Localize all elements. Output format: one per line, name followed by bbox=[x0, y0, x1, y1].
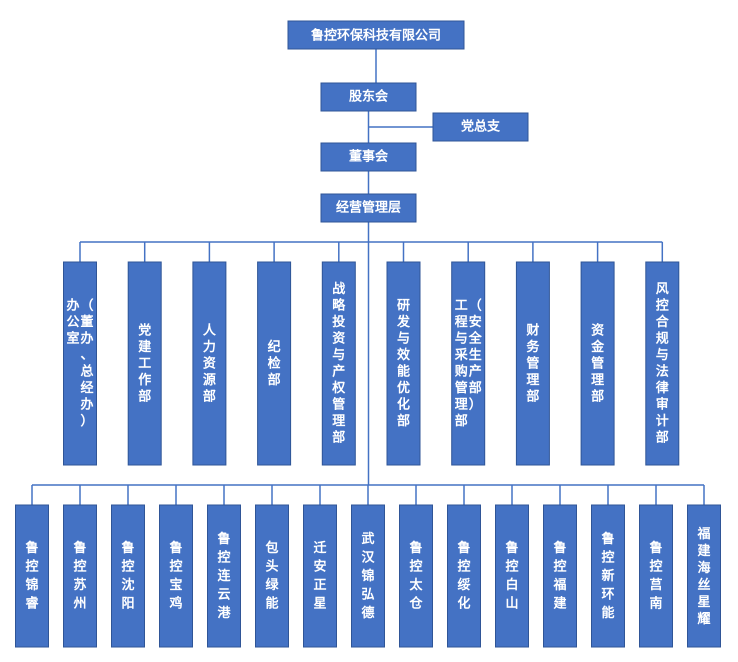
department-rect bbox=[321, 261, 356, 466]
department-rect bbox=[257, 261, 292, 466]
subsidiary-rect bbox=[591, 504, 625, 648]
subsidiary-rect bbox=[687, 504, 721, 648]
management-node: 经营管理层 bbox=[320, 193, 417, 223]
board-box bbox=[320, 142, 417, 172]
department-box-3: 人力资源部 bbox=[192, 261, 227, 466]
management-label: 经营管理层 bbox=[336, 200, 401, 216]
department-rect bbox=[451, 261, 486, 466]
subsidiary-rect bbox=[63, 504, 97, 648]
subsidiary-rect bbox=[15, 504, 49, 648]
department-note: （董办、总经办） bbox=[80, 298, 93, 430]
department-rect bbox=[515, 261, 550, 466]
company-label: 鲁控环保科技有限公司 bbox=[311, 28, 441, 44]
subsidiary-rect bbox=[639, 504, 673, 648]
subsidiary-box-11: 鲁控白山 bbox=[495, 504, 529, 648]
subsidiary-box-3: 鲁控沈阳 bbox=[111, 504, 145, 648]
department-name: 资金管理部 bbox=[590, 322, 605, 404]
department-box-1: 办公室（董办、总经办） bbox=[63, 261, 97, 466]
subsidiary-rect bbox=[447, 504, 481, 648]
subsidiary-name: 福建海丝星耀 bbox=[696, 526, 710, 627]
company-node: 鲁控环保科技有限公司 bbox=[287, 20, 465, 50]
shareholders-label: 股东会 bbox=[349, 89, 389, 105]
subsidiary-name: 鲁控沈阳 bbox=[121, 540, 134, 612]
department-box-10: 风控合规与法律审计部 bbox=[645, 261, 680, 466]
subsidiary-box-8: 武汉锦弘德 bbox=[351, 504, 385, 648]
subsidiary-name: 鲁控新环能 bbox=[601, 531, 614, 621]
subsidiary-box-1: 鲁控锦睿 bbox=[15, 504, 49, 648]
subsidiary-name: 鲁控锦睿 bbox=[25, 540, 39, 612]
subsidiary-name: 鲁控苏州 bbox=[72, 540, 86, 612]
subsidiary-box-5: 鲁控连云港 bbox=[207, 504, 241, 648]
department-name: 办公室 bbox=[66, 298, 79, 347]
subsidiary-rect bbox=[495, 504, 529, 648]
department-box-6: 研发与效能优化部 bbox=[386, 261, 421, 466]
department-note: （安全生产部） bbox=[468, 298, 483, 413]
subsidiary-box-10: 鲁控绥化 bbox=[447, 504, 481, 648]
party-node: 党总支 bbox=[432, 112, 529, 142]
subsidiary-rect bbox=[255, 504, 289, 648]
subsidiary-rect bbox=[303, 504, 337, 648]
subsidiary-box-4: 鲁控宝鸡 bbox=[159, 504, 193, 648]
subsidiary-box-13: 鲁控新环能 bbox=[591, 504, 625, 648]
department-name: 财务管理部 bbox=[526, 322, 540, 404]
subsidiary-box-2: 鲁控苏州 bbox=[63, 504, 97, 648]
management-box bbox=[320, 193, 417, 223]
department-name: 风控合规与法律审计部 bbox=[656, 282, 670, 446]
subsidiary-rect bbox=[351, 504, 385, 648]
department-rect bbox=[386, 261, 421, 466]
board-node: 董事会 bbox=[320, 142, 417, 172]
department-box-4: 纪检部 bbox=[257, 261, 292, 466]
board-label: 董事会 bbox=[349, 149, 389, 165]
department-name: 战略投资与产权管理部 bbox=[331, 281, 346, 446]
department-name: 工程与采购管理部 bbox=[454, 299, 469, 430]
subsidiary-name: 鲁控连云港 bbox=[217, 531, 231, 621]
shareholders-box bbox=[320, 82, 417, 112]
department-rect bbox=[192, 261, 227, 466]
subsidiary-box-7: 迁安正星 bbox=[303, 504, 337, 648]
department-name: 纪检部 bbox=[268, 339, 281, 388]
party-box bbox=[432, 112, 529, 142]
subsidiary-name: 鲁控太仓 bbox=[408, 540, 423, 612]
department-rect bbox=[63, 261, 97, 466]
subsidiary-rect bbox=[543, 504, 577, 648]
department-name: 人力资源部 bbox=[203, 322, 217, 404]
party-label: 党总支 bbox=[461, 119, 501, 135]
subsidiary-name: 鲁控福建 bbox=[552, 540, 566, 612]
department-box-2: 党建工作部 bbox=[127, 261, 162, 466]
subsidiary-rect bbox=[159, 504, 193, 648]
subsidiary-box-12: 鲁控福建 bbox=[543, 504, 577, 648]
subsidiary-rect bbox=[111, 504, 145, 648]
department-rect bbox=[580, 261, 615, 466]
subsidiaries-row: 鲁控锦睿 鲁控苏州 鲁控沈阳 鲁控宝鸡 鲁控连云港 包头绿能 迁安正星 武汉锦弘德 鲁控太仓 鲁控… bbox=[15, 504, 721, 648]
company-box bbox=[287, 20, 465, 50]
subsidiary-rect bbox=[207, 504, 241, 648]
department-name: 党建工作部 bbox=[138, 322, 151, 404]
subsidiary-box-14: 鲁控莒南 bbox=[639, 504, 673, 648]
subsidiary-name: 鲁控莒南 bbox=[649, 540, 662, 612]
departments-row: 办公室（董办、总经办） 党建工作部 人力资源部 纪检部 战略投资与产权管理部 研发与效能优… bbox=[63, 261, 680, 466]
subsidiary-name: 鲁控白山 bbox=[505, 540, 518, 612]
connector-lines bbox=[31, 49, 705, 505]
department-rect bbox=[127, 261, 162, 466]
department-box-7: 工程与采购管理部（安全生产部） bbox=[451, 261, 486, 466]
department-box-8: 财务管理部 bbox=[515, 261, 550, 466]
subsidiary-name: 包头绿能 bbox=[265, 540, 279, 612]
subsidiary-rect bbox=[399, 504, 433, 648]
subsidiary-box-6: 包头绿能 bbox=[255, 504, 289, 648]
subsidiary-box-9: 鲁控太仓 bbox=[399, 504, 433, 648]
department-rect bbox=[645, 261, 680, 466]
subsidiary-box-15: 福建海丝星耀 bbox=[687, 504, 721, 648]
subsidiary-name: 武汉锦弘德 bbox=[361, 531, 375, 621]
subsidiary-name: 鲁控宝鸡 bbox=[168, 540, 182, 612]
subsidiary-name: 鲁控绥化 bbox=[457, 540, 470, 612]
subsidiary-name: 迁安正星 bbox=[313, 540, 326, 612]
department-box-9: 资金管理部 bbox=[580, 261, 615, 466]
shareholders-node: 股东会 bbox=[320, 82, 417, 112]
department-name: 研发与效能优化部 bbox=[396, 299, 411, 430]
department-box-5: 战略投资与产权管理部 bbox=[321, 261, 356, 466]
